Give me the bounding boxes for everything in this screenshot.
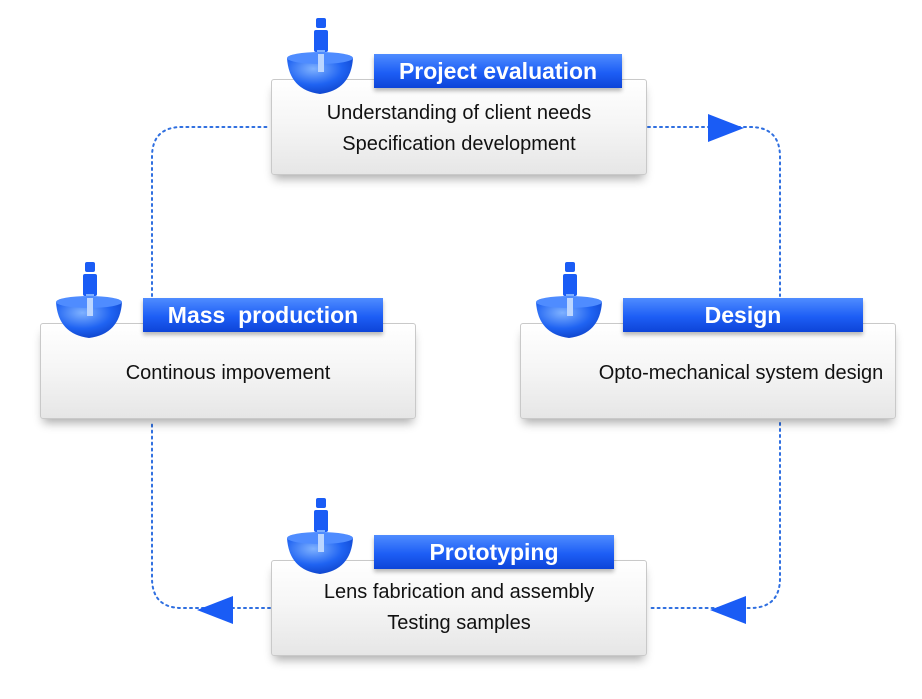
- description-line: Specification development: [342, 133, 576, 155]
- description-line: Testing samples: [387, 612, 531, 634]
- connector-evaluation-to-design: [647, 126, 781, 297]
- description-line: Continous impovement: [125, 362, 331, 384]
- stage-title: Project evaluation: [374, 54, 622, 88]
- description-line: Lens fabrication and assembly: [323, 581, 595, 603]
- arrowhead-to-prototyping: [710, 596, 746, 624]
- stage-description: Lens fabrication and assembly Testing sa…: [272, 577, 646, 639]
- arrowhead-to-design: [708, 114, 744, 142]
- stage-description: Understanding of client needs Specificat…: [272, 98, 646, 160]
- person-bowl-icon: [56, 262, 122, 338]
- description-line: Opto-mechanical system design: [598, 362, 884, 384]
- stage-title: Prototyping: [374, 535, 614, 569]
- stage-card: Lens fabrication and assembly Testing sa…: [271, 560, 647, 656]
- stage-card: Continous impovement: [40, 323, 416, 419]
- connector-mass-production-to-evaluation: [151, 126, 271, 297]
- person-bowl-icon: [536, 262, 602, 338]
- description-line: Understanding of client needs: [326, 102, 592, 124]
- arrowhead-to-mass-production: [197, 596, 233, 624]
- person-bowl-icon: [287, 18, 353, 94]
- connector-design-to-prototyping: [647, 422, 781, 609]
- stage-description: Continous impovement: [41, 358, 415, 389]
- person-bowl-icon: [287, 498, 353, 574]
- stage-title: Design: [623, 298, 863, 332]
- stage-title: Mass production: [143, 298, 383, 332]
- stage-card: Opto-mechanical system design: [520, 323, 896, 419]
- stage-description: Opto-mechanical system design: [521, 358, 895, 389]
- stage-card: Understanding of client needs Specificat…: [271, 79, 647, 175]
